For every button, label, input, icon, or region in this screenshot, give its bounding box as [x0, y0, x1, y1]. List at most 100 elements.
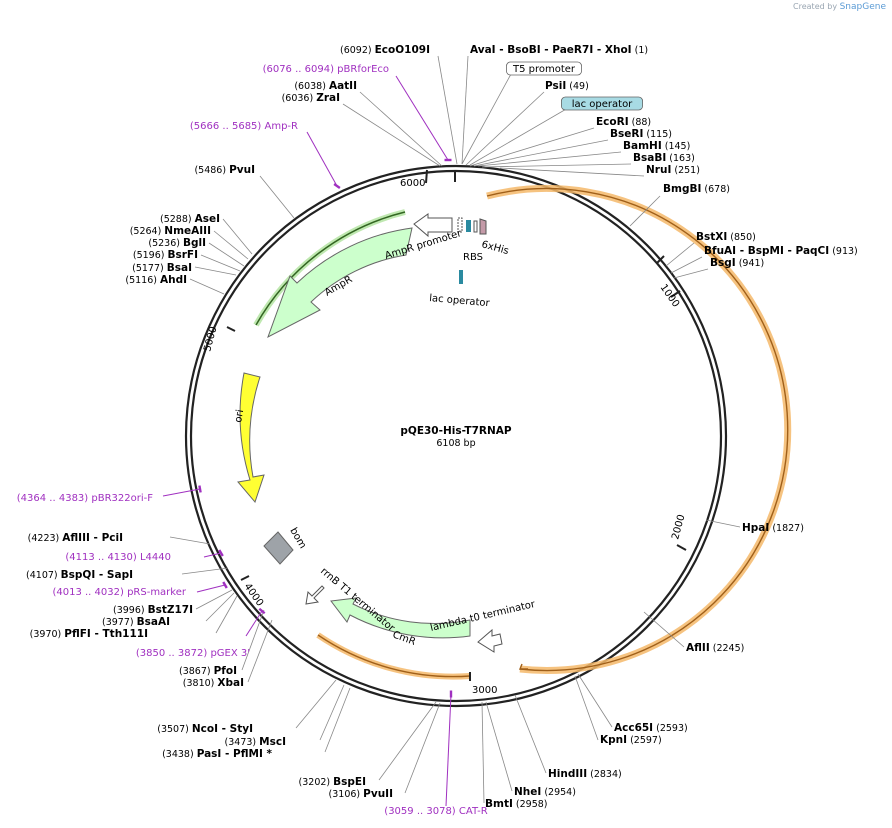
leader-bspei	[378, 701, 437, 781]
feature-label-rrnb: rrnB T1 terminator	[318, 566, 397, 635]
tick-label-3000: 3000	[472, 685, 497, 696]
enzyme-label-msci[interactable]: (3473) MscI	[225, 736, 286, 748]
enzyme-label-bsgi[interactable]: BsgI (941)	[710, 257, 764, 269]
feature-label-t5-promoter: T5 promoter	[512, 64, 576, 75]
leader-ecori	[469, 127, 595, 167]
enzyme-label-bsai[interactable]: (5177) BsaI	[132, 262, 192, 274]
enzyme-label-pasi[interactable]: (3438) PasI - PflMI *	[162, 748, 272, 760]
primer-label-pgex3: (3850 .. 3872) pGEX 3'	[136, 648, 250, 659]
enzyme-label-bstz17i[interactable]: (3996) BstZ17I	[113, 604, 193, 616]
enzyme-label-nmeaiii[interactable]: (5264) NmeAIII	[130, 225, 211, 237]
orf-arc-line	[486, 187, 789, 672]
enzyme-pos: (2958)	[513, 799, 548, 810]
enzyme-pos: (2597)	[627, 735, 662, 746]
tick-label-1000: 1000	[658, 282, 682, 309]
enzyme-label-ecori[interactable]: EcoRI (88)	[596, 116, 651, 128]
enzyme-pos: (6036)	[282, 93, 317, 104]
enzyme-name: BsaBI	[633, 152, 666, 164]
primer-mark-ampr-primer	[333, 183, 341, 189]
enzyme-name: PflFI - Tth111I	[64, 628, 148, 640]
primer-leader-pbrforeco	[395, 75, 449, 161]
leader-lines	[169, 55, 741, 804]
leader-acc65i	[577, 673, 613, 728]
primer-leader-prs-marker	[196, 584, 226, 593]
cmr-arrow	[330, 597, 471, 639]
enzyme-pos: (49)	[566, 81, 589, 92]
primer-mark-cat-r	[449, 690, 453, 698]
leader-ecoo109i	[437, 55, 458, 165]
enzyme-pos: (88)	[629, 117, 652, 128]
enzyme-label-bmgbi[interactable]: BmgBI (678)	[663, 183, 730, 195]
enzyme-label-nhei[interactable]: NheI (2954)	[514, 786, 576, 798]
enzyme-label-bstxi[interactable]: BstXI (850)	[696, 231, 756, 243]
enzyme-label-psii[interactable]: PsiI (49)	[545, 80, 589, 92]
enzyme-label-top[interactable]: AvaI - BsoBI - PaeR7I - XhoI (1)	[470, 44, 648, 56]
enzyme-label-zrai[interactable]: (6036) ZraI	[282, 92, 340, 104]
enzyme-pos: (3810)	[183, 678, 218, 689]
enzyme-label-nrui[interactable]: NruI (251)	[646, 164, 700, 176]
enzyme-label-afliii[interactable]: (4223) AflIII - PciI	[28, 532, 123, 544]
enzyme-label-bspei[interactable]: (3202) BspEI	[299, 776, 366, 788]
enzyme-label-xbai[interactable]: (3810) XbaI	[183, 677, 244, 689]
tick-label-6000: 6000	[400, 178, 425, 189]
enzyme-label-bamhi[interactable]: BamHI (145)	[623, 140, 690, 152]
enzyme-label-aatii[interactable]: (6038) AatII	[294, 80, 357, 92]
leader-ncoi	[295, 679, 337, 729]
leader-hindiii	[514, 694, 547, 774]
enzyme-label-pfoi[interactable]: (3867) PfoI	[179, 665, 237, 677]
enzyme-name: AflIII - PciI	[62, 532, 123, 544]
enzyme-pos: (115)	[643, 129, 672, 140]
enzyme-pos: (2954)	[541, 787, 576, 798]
leader-xbai	[247, 619, 273, 683]
enzyme-label-acc65i[interactable]: Acc65I (2593)	[614, 722, 688, 734]
enzyme-label-hindiii[interactable]: HindIII (2834)	[548, 768, 622, 780]
leader-kpni	[574, 675, 599, 741]
enzyme-name: MscI	[259, 736, 286, 748]
leader-bstxi	[665, 242, 695, 267]
enzyme-pos: (913)	[829, 246, 858, 257]
primer-label-ampr-primer: (5666 .. 5685) Amp-R	[190, 121, 298, 132]
enzyme-label-bsaai[interactable]: (3977) BsaAI	[102, 616, 170, 628]
enzyme-label-bgli[interactable]: (5236) BglI	[148, 237, 206, 249]
primer-mark-pbrforeco	[444, 158, 452, 162]
primer-mark-prs-marker	[222, 581, 228, 589]
enzyme-label-bspqi[interactable]: (4107) BspQI - SapI	[26, 569, 133, 581]
enzyme-label-aflii[interactable]: AflII (2245)	[686, 642, 744, 654]
enzyme-pos: (5264)	[130, 226, 165, 237]
enzyme-label-hpai[interactable]: HpaI (1827)	[742, 522, 804, 534]
enzyme-pos: (6038)	[294, 81, 329, 92]
primer-leader-pgex3	[245, 610, 263, 637]
t5-promoter-mark	[457, 217, 463, 233]
enzyme-label-kpni[interactable]: KpnI (2597)	[600, 734, 662, 746]
feature-label-lambda: lambda t0 terminator	[429, 599, 537, 634]
enzyme-label-bmti[interactable]: BmtI (2958)	[485, 798, 547, 810]
enzyme-label-pvuii[interactable]: (3106) PvuII	[329, 788, 393, 800]
enzyme-label-ecoo109i[interactable]: (6092) EcoO109I	[340, 44, 430, 56]
leader-beseri	[473, 139, 609, 167]
enzyme-name: BstZ17I	[148, 604, 193, 616]
enzyme-label-beseri[interactable]: BseRI (115)	[610, 128, 672, 140]
enzyme-name: PvuI	[229, 164, 255, 176]
bom-box	[263, 531, 294, 565]
enzyme-name: NmeAIII	[164, 225, 211, 237]
feature-label-lac-operator-box: lac operator	[572, 99, 633, 110]
leader-asei	[222, 218, 253, 255]
enzyme-label-pflfi[interactable]: (3970) PflFI - Tth111I	[30, 628, 148, 640]
primer-leader-pbr322ori-f	[162, 488, 201, 497]
enzyme-label-bfuai[interactable]: BfuAI - BspMI - PaqCI (913)	[704, 245, 858, 257]
enzyme-pos: (163)	[666, 153, 695, 164]
enzyme-label-bsabi[interactable]: BsaBI (163)	[633, 152, 695, 164]
enzyme-pos: (5288)	[160, 214, 195, 225]
enzyme-label-bsrfi[interactable]: (5196) BsrFI	[133, 249, 198, 261]
primer-mark-pgex3	[258, 607, 266, 615]
leader-bsai	[194, 266, 237, 276]
enzyme-pos: (850)	[727, 232, 756, 243]
enzyme-label-pvui[interactable]: (5486) PvuI	[194, 164, 255, 176]
enzyme-label-ahdi[interactable]: (5116) AhdI	[125, 274, 187, 286]
enzyme-name: AflII	[686, 642, 710, 654]
tick-label-5000: 5000	[202, 325, 219, 352]
enzyme-name: BsaAI	[137, 616, 170, 628]
enzyme-label-asei[interactable]: (5288) AseI	[160, 213, 220, 225]
enzyme-label-ncoi[interactable]: (3507) NcoI - StyI	[157, 723, 253, 735]
